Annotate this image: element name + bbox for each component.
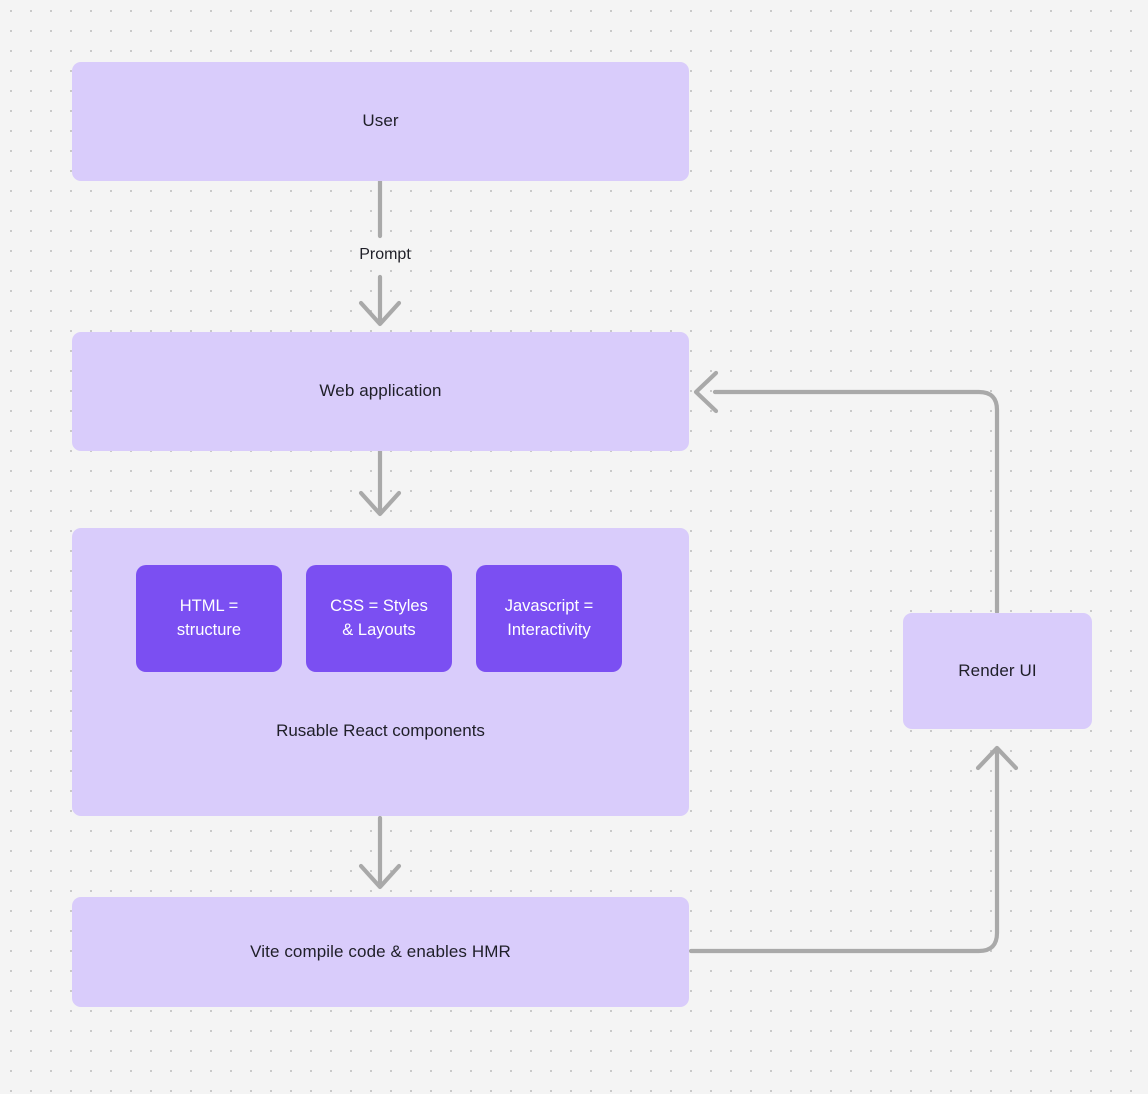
edge-vite-to-render-ui-arrowhead bbox=[975, 745, 1019, 771]
edge-user-to-web-application-arrowhead bbox=[358, 300, 402, 327]
node-vite[interactable]: Vite compile code & enables HMR bbox=[72, 897, 689, 1007]
edge-label-prompt: Prompt bbox=[359, 246, 411, 263]
edge-web-application-to-components-arrowhead bbox=[358, 490, 402, 517]
node-user-label: User bbox=[362, 111, 399, 131]
node-components-group-caption: Rusable React components bbox=[276, 721, 485, 740]
node-web-application-label: Web application bbox=[319, 381, 442, 401]
node-vite-label: Vite compile code & enables HMR bbox=[250, 941, 511, 961]
chip-html[interactable]: HTML =structure bbox=[136, 565, 282, 672]
edge-vite-to-render-ui bbox=[688, 748, 1000, 954]
node-web-application[interactable]: Web application bbox=[72, 332, 689, 451]
chip-css[interactable]: CSS = Styles& Layouts bbox=[306, 565, 452, 672]
chip-css-label: CSS = Styles& Layouts bbox=[330, 596, 428, 639]
chip-javascript-label: Javascript =Interactivity bbox=[504, 596, 594, 639]
node-render-ui-label: Render UI bbox=[958, 660, 1037, 680]
chip-html-label: HTML =structure bbox=[176, 596, 242, 639]
edge-render-ui-to-web-application bbox=[712, 389, 1000, 615]
edge-components-to-vite-arrowhead bbox=[358, 863, 402, 890]
node-components-group[interactable]: HTML =structure CSS = Styles& Layouts Ja… bbox=[72, 528, 689, 816]
node-render-ui[interactable]: Render UI bbox=[903, 613, 1092, 729]
chip-javascript[interactable]: Javascript =Interactivity bbox=[476, 565, 622, 672]
node-user[interactable]: User bbox=[72, 62, 689, 181]
edge-render-ui-to-web-application-arrowhead bbox=[693, 370, 719, 414]
